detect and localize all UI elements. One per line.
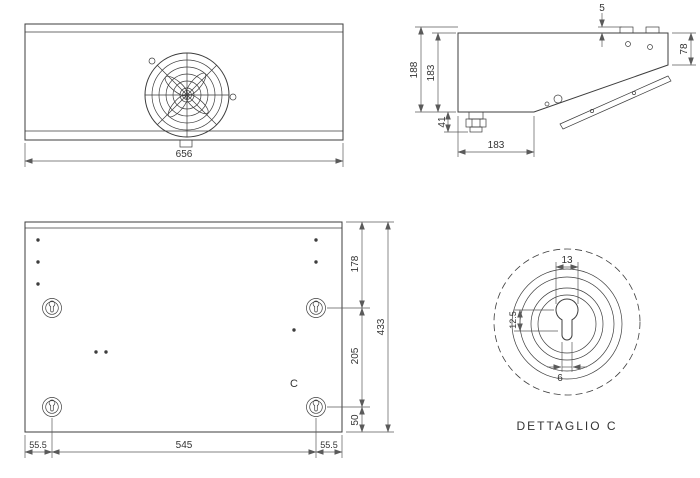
bottom-horizontal-dimensions: 55.5 545 55.5 <box>24 418 343 458</box>
slot-width-label: 6 <box>557 373 563 384</box>
side-top-gap-dimension: 5 <box>598 3 622 47</box>
center-offset-label: 12.5 <box>508 311 518 329</box>
small-holes <box>36 238 318 354</box>
front-width-label: 656 <box>176 149 193 160</box>
side-view: 5 188 183 78 41 183 <box>409 3 696 157</box>
bottom-vertical-dimensions: 178 205 50 433 <box>327 221 394 433</box>
embossed-rings <box>511 268 623 380</box>
edge-to-row1-label: 178 <box>350 255 361 272</box>
detail-ref-label: C <box>290 378 298 390</box>
keyhole-slot <box>42 298 62 318</box>
front-view: 656 <box>24 23 344 167</box>
mounting-keyholes <box>42 298 326 417</box>
overall-height-label: 433 <box>376 318 387 335</box>
detail-title: DETTAGLIO C <box>516 419 617 433</box>
detail-offset-dimension: 12.5 <box>508 309 558 332</box>
detail-boundary-circle <box>493 248 641 396</box>
side-body-height-label: 183 <box>426 64 437 81</box>
bottom-view: C 178 205 50 433 55.5 545 55.5 <box>24 221 394 458</box>
drip-deflector <box>559 75 672 130</box>
keyhole-slot <box>306 397 326 417</box>
row2-to-edge-label: 50 <box>350 414 361 426</box>
drain-fitting <box>465 111 487 133</box>
slot-span-label: 545 <box>176 440 193 451</box>
side-drain-label: 41 <box>437 116 448 128</box>
detail-slot-width-dimension: 6 <box>547 342 587 384</box>
left-margin-label: 55.5 <box>29 440 47 450</box>
side-drain-dimension: 41 <box>437 111 468 133</box>
side-right-height-dimension: 78 <box>672 32 696 66</box>
detail-view: 13 12.5 6 DETTAGLIO C <box>493 248 641 433</box>
row1-to-row2-label: 205 <box>350 347 361 364</box>
detail-diameter-dimension: 13 <box>555 255 579 304</box>
side-depth-dimension: 183 <box>457 116 535 157</box>
side-top-gap-label: 5 <box>599 3 605 14</box>
keyhole-slot <box>42 397 62 417</box>
side-overall-height-label: 188 <box>409 61 420 78</box>
side-right-height-label: 78 <box>679 43 690 55</box>
side-height-dimensions: 188 183 <box>409 26 458 113</box>
bottom-outline <box>24 221 343 433</box>
fan-blades-icon <box>164 72 209 118</box>
right-margin-label: 55.5 <box>320 440 338 450</box>
front-outline <box>24 23 344 148</box>
keyhole-shape <box>555 298 579 341</box>
front-width-dimension: 656 <box>24 143 344 167</box>
hole-diameter-label: 13 <box>561 255 573 266</box>
side-outline <box>457 26 672 130</box>
keyhole-slot <box>306 298 326 318</box>
side-depth-label: 183 <box>488 140 505 151</box>
